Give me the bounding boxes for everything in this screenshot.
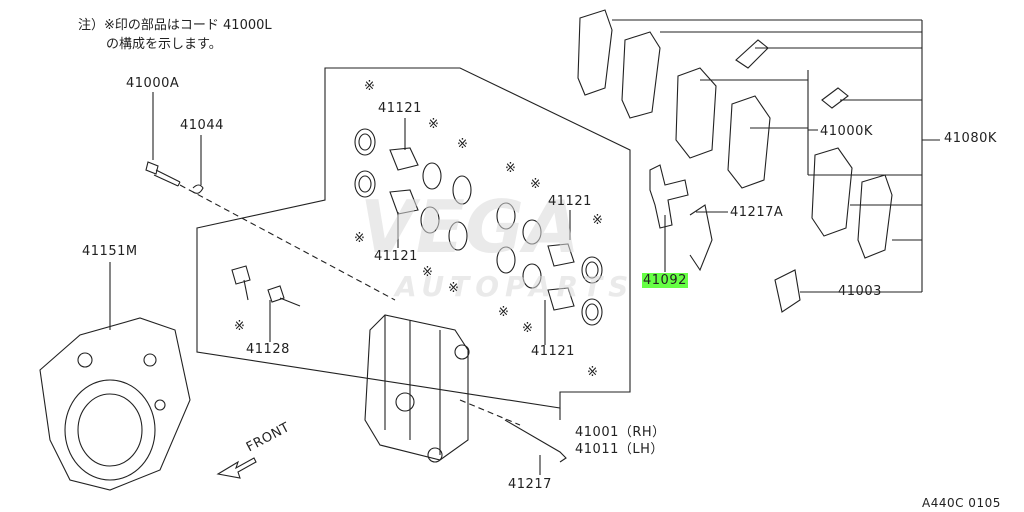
label-41044: 41044 <box>180 118 224 133</box>
marker-5: ※ <box>422 265 433 280</box>
label-41000k: 41000K <box>820 124 873 139</box>
seal-group-right <box>496 202 603 326</box>
marker-1: ※ <box>364 79 375 94</box>
marker-2: ※ <box>428 117 439 132</box>
marker-4: ※ <box>354 231 365 246</box>
marker-8: ※ <box>530 177 541 192</box>
bleeder-screw-2 <box>267 285 301 307</box>
watermark-logo: VEGA <box>360 185 580 269</box>
bolt-41000a <box>145 161 181 187</box>
label-41128: 41128 <box>246 342 290 357</box>
disc-shield-41151m <box>39 317 191 491</box>
label-41000a: 41000A <box>126 76 180 91</box>
pad-shim-1 <box>577 9 613 96</box>
seal-group-top <box>354 128 472 251</box>
anti-squeal-spring-41092 <box>689 204 713 272</box>
pad-retainer-41217a <box>649 164 689 229</box>
pad-4 <box>811 147 853 237</box>
assembly-dash-2 <box>459 399 521 426</box>
wear-indicator-41003 <box>774 269 801 313</box>
caliper-kit-outline <box>196 67 631 409</box>
note-line-1: 注）※印の部品はコード 41000L <box>78 18 272 33</box>
shim-clip-1 <box>735 39 769 69</box>
pad-3 <box>727 95 771 189</box>
marker-12: ※ <box>587 365 598 380</box>
marker-6: ※ <box>448 281 459 296</box>
assembly-dash-1 <box>179 184 396 301</box>
label-41121-mid: 41121 <box>374 249 418 264</box>
watermark-subtext: AUTOPARTS <box>395 270 635 303</box>
label-41121-top: 41121 <box>378 101 422 116</box>
front-arrow-icon <box>216 457 257 479</box>
marker-10: ※ <box>498 305 509 320</box>
shim-clip-2 <box>821 87 849 109</box>
label-41151m: 41151M <box>82 244 138 259</box>
bleeder-screw-1 <box>231 265 251 301</box>
pad-1 <box>621 31 661 119</box>
marker-11: ※ <box>522 321 533 336</box>
marker-13: ※ <box>234 319 245 334</box>
label-41001: 41001（RH） <box>575 425 666 440</box>
label-41121-right: 41121 <box>548 194 592 209</box>
caliper-body <box>364 314 470 463</box>
label-41092: 41092 <box>642 273 688 288</box>
label-41217: 41217 <box>508 477 552 492</box>
marker-7: ※ <box>505 161 516 176</box>
marker-9: ※ <box>592 213 603 228</box>
label-41011: 41011（LH） <box>575 442 664 457</box>
pin-41217 <box>504 419 567 463</box>
label-41092-text: 41092 <box>642 273 688 288</box>
diagram-code: A440C 0105 <box>922 496 1001 510</box>
pad-bracket-lines <box>612 19 940 293</box>
pad-shim-2 <box>857 174 893 259</box>
label-41080k: 41080K <box>944 131 997 146</box>
label-41217a: 41217A <box>730 205 784 220</box>
note-line-2: の構成を示します。 <box>106 37 222 52</box>
clip-41044 <box>192 184 204 194</box>
label-41121-low: 41121 <box>531 344 575 359</box>
label-41003: 41003 <box>838 284 882 299</box>
pad-2 <box>675 67 717 159</box>
marker-3: ※ <box>457 137 468 152</box>
